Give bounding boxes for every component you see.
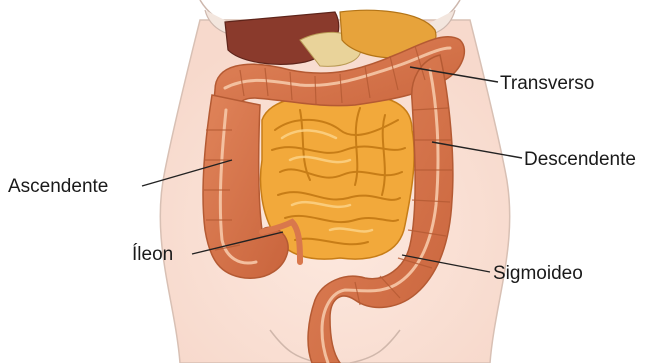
label-transverso: Transverso	[500, 74, 594, 93]
label-sigmoideo: Sigmoideo	[493, 264, 583, 283]
label-ascendente: Ascendente	[8, 177, 108, 196]
label-descendente: Descendente	[524, 150, 636, 169]
label-ileon: Íleon	[132, 245, 173, 264]
